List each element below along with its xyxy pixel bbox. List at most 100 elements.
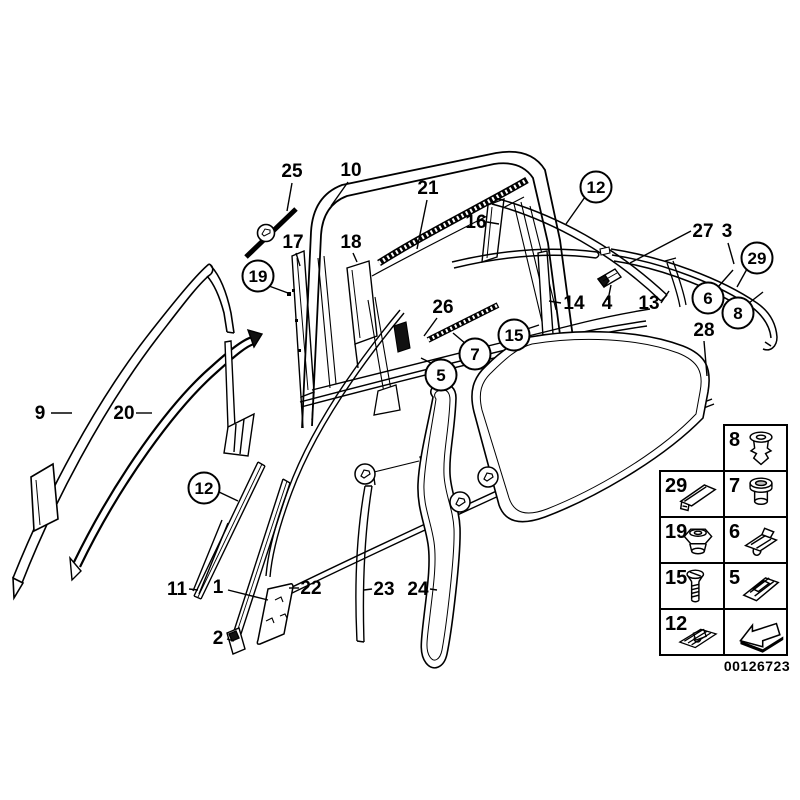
label-3-text: 3 [722,221,733,242]
callout-12-upper-text: 12 [587,178,606,197]
rod-part25 [244,207,298,259]
callout-6[interactable]: 6 [691,269,734,315]
legend-item-number: 29 [665,475,687,497]
legend-cell-12[interactable]: 12 [659,608,725,656]
legend-item-number: 7 [729,475,740,497]
callout-19[interactable]: 19 [241,259,289,294]
pillar-trim-part16 [481,197,557,331]
callout-7-text: 7 [470,345,479,364]
label-16[interactable]: 16 [465,212,500,233]
label-18[interactable]: 18 [340,232,362,263]
callout-12-upper[interactable]: 12 [565,170,613,225]
quarter-window-seal-part28 [471,330,710,523]
legend-cell-8[interactable]: 8 [723,424,788,472]
diagram-code: 00126723 [724,658,790,674]
b-pillar-lower-bracket [223,328,264,457]
legend-cell-direction-arrow[interactable] [723,608,788,656]
label-27-text: 27 [692,221,713,242]
label-22[interactable]: 22 [289,578,322,599]
callout-29[interactable]: 29 [736,241,774,288]
label-10-text: 10 [340,160,361,181]
callout-15[interactable]: 15 [497,318,540,352]
label-26[interactable]: 26 [423,297,454,337]
label-25-text: 25 [281,161,303,182]
label-1[interactable]: 1 [213,577,269,601]
label-3[interactable]: 3 [722,221,735,265]
label-20-text: 20 [113,403,134,424]
label-13[interactable]: 13 [638,290,670,314]
callout-19-text: 19 [249,267,268,286]
legend-cell-7[interactable]: 7 [723,470,788,518]
legend-item-number: 12 [665,613,687,635]
label-17[interactable]: 17 [282,232,304,267]
label-16-text: 16 [465,212,486,233]
rear-door-window-frame-part10 [301,150,582,429]
legend-cell-29[interactable]: 29 [659,470,725,518]
guide-rail-part13 [664,257,687,308]
callout-8[interactable]: 8 [721,291,764,330]
label-28[interactable]: 28 [693,320,715,377]
label-24[interactable]: 24 [407,579,438,600]
label-18-text: 18 [340,232,361,253]
label-23-text: 23 [373,579,394,600]
callout-6-text: 6 [703,289,712,308]
legend-item-number: 15 [665,567,687,589]
label-17-text: 17 [282,232,303,253]
spacer-part4 [596,268,623,289]
callout-8-text: 8 [733,304,742,323]
callout-6-circle [691,281,725,315]
label-27[interactable]: 27 [629,221,714,264]
label-21[interactable]: 21 [416,178,439,250]
legend-item-number: 8 [729,429,740,451]
legend-cell-15[interactable]: 15 [659,562,725,610]
callout-12-left-circle [187,471,221,505]
legend-cell-6[interactable]: 6 [723,516,788,564]
callout-5-circle [424,358,458,392]
label-25[interactable]: 25 [281,161,303,212]
front-window-frame-molding-part9 [12,263,235,601]
callout-12-left[interactable]: 12 [187,471,239,505]
callout-15-circle [497,318,531,352]
callout-12-left-text: 12 [195,479,214,498]
label-14[interactable]: 14 [548,293,585,314]
attachment-markers-layer [354,463,499,513]
corner-trim-part22 [256,583,294,645]
label-11-text: 11 [167,579,188,600]
lower-trim-strips-parts-11-1-2-12 [192,461,291,655]
label-10[interactable]: 10 [330,160,362,207]
legend-cell-19[interactable]: 19 [659,516,725,564]
label-20[interactable]: 20 [113,403,152,424]
label-4-text: 4 [602,293,613,314]
label-23[interactable]: 23 [363,579,395,600]
attachment-marker-icon [354,463,376,485]
label-2[interactable]: 2 [213,628,235,649]
label-9[interactable]: 9 [35,403,72,424]
label-4[interactable]: 4 [602,284,613,314]
window-guide-strips-mid [367,296,411,416]
rear-frame-trim-part21 [371,176,529,277]
label-9-text: 9 [35,403,46,424]
drip-molding-part27 [491,197,668,302]
legend-item-number: 5 [729,567,740,589]
legend-item-number: 6 [729,521,740,543]
callout-8-circle [721,296,755,330]
attachment-marker-icon [477,466,499,488]
callout-5[interactable]: 5 [420,357,458,392]
label-14-text: 14 [563,293,585,314]
callout-12-upper-circle [579,170,613,204]
door-seal-part24 [417,383,461,669]
callout-15-text: 15 [505,326,524,345]
belt-strip-part26 [426,302,500,343]
attachment-marker-icon [449,491,471,513]
callout-7[interactable]: 7 [452,332,492,371]
legend-cell-5[interactable]: 5 [723,562,788,610]
label-11[interactable]: 11 [167,579,199,600]
label-22-text: 22 [300,578,321,599]
clip-point-dot [287,292,291,296]
b-pillar-trim-part18 [346,260,378,369]
label-26-text: 26 [432,297,453,318]
label-2-text: 2 [213,628,224,649]
